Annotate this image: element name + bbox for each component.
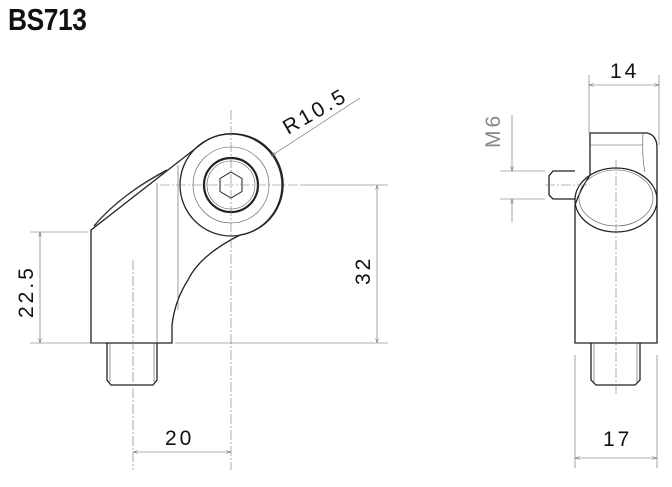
dimension-32: 32 [175,184,388,344]
dimension-14: 14 [588,60,660,145]
dimension-label-20: 20 [165,427,194,450]
dimension-label-14: 14 [610,60,639,83]
dimension-20: 20 [133,427,231,452]
dimension-r10-5: R10.5 [271,84,361,156]
side-view [545,132,658,395]
part-number-title: BS713 [8,2,87,37]
dimension-label-17: 17 [603,428,632,451]
dimension-label-r10-5: R10.5 [279,84,352,139]
dimension-label-22-5: 22.5 [15,265,38,318]
dimension-label-32: 32 [352,256,375,285]
dimension-m6: M6 [482,113,545,222]
dimension-label-m6: M6 [482,113,505,148]
front-view [90,110,300,470]
dimension-22-5: 22.5 [15,231,105,344]
dimension-17: 17 [574,355,658,468]
